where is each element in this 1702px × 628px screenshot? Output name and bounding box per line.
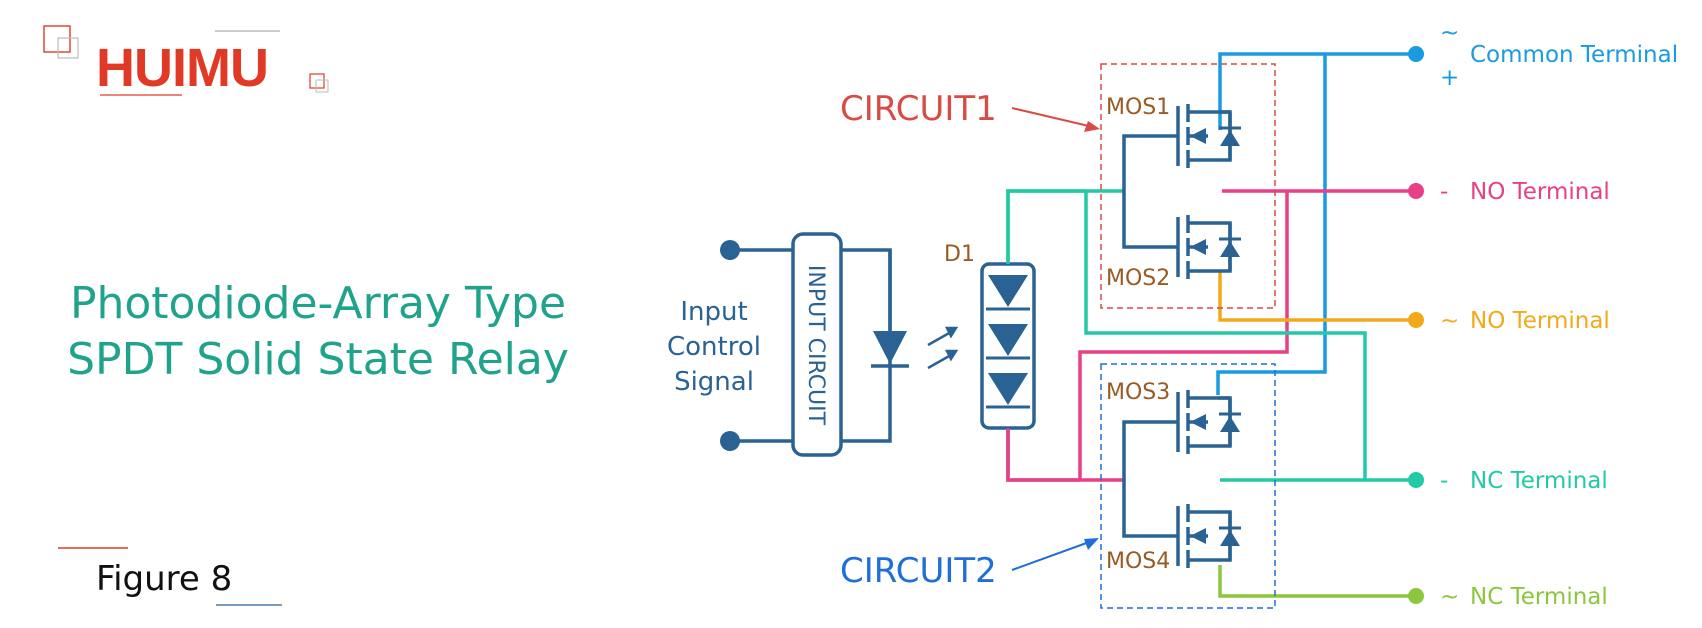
brand-name: HUIMU <box>96 38 268 98</box>
mos1-label: MOS1 <box>1106 95 1170 120</box>
mosfet-mos3 <box>1176 390 1241 454</box>
wire-common <box>1216 52 1416 395</box>
wire-nc-neg <box>1006 189 1416 482</box>
brand-logo: HUIMU <box>43 25 329 98</box>
terminal-no-neg-label: NO Terminal <box>1470 179 1610 205</box>
circuit2-arrow <box>1011 538 1099 571</box>
terminal-dot-nc-ac <box>1408 588 1424 604</box>
title-line-1: Photodiode-Array Type <box>70 278 566 329</box>
wire-no-neg <box>1006 189 1416 482</box>
light-arrows-icon <box>927 326 959 370</box>
circuit2-box <box>1100 363 1276 609</box>
d1-label: D1 <box>944 242 975 267</box>
wires <box>1006 52 1416 598</box>
figure-label: Figure 8 <box>96 559 232 599</box>
led-icon <box>871 331 909 368</box>
circuit1-box <box>1100 63 1276 309</box>
terminal-no-neg-symbol: - <box>1440 179 1448 205</box>
circuit1-arrow <box>1011 107 1100 132</box>
terminal-nc-neg-symbol: - <box>1440 468 1448 494</box>
gate-wiring <box>1122 110 1230 538</box>
input-label-line-1: Input <box>680 297 747 327</box>
wire-d1-bottom <box>1006 428 1080 482</box>
photodiode-array-icon <box>986 275 1030 409</box>
mosfet-mos4 <box>1176 504 1241 568</box>
terminal-common-symbol-top: ~ <box>1440 20 1459 46</box>
circuit2-label: CIRCUIT2 <box>840 551 997 591</box>
terminal-no-ac-symbol: ~ <box>1440 308 1459 334</box>
terminal-common-label: Common Terminal <box>1470 42 1678 68</box>
terminal-nc-ac-label: NC Terminal <box>1470 584 1608 610</box>
wire-nc-ac <box>1218 565 1416 598</box>
input-label-line-3: Signal <box>674 367 754 397</box>
input-circuit-box <box>791 232 843 457</box>
mos3-label: MOS3 <box>1106 380 1170 405</box>
terminal-dot-nc-neg <box>1408 472 1424 488</box>
input-circuit-label: INPUT CIRCUIT <box>803 265 828 426</box>
mosfet-mos2 <box>1176 215 1241 279</box>
terminal-labels: ~ + Common Terminal - NO Terminal ~ NO T… <box>1440 20 1678 610</box>
terminal-dots <box>1408 46 1424 604</box>
input-terminal-top <box>720 240 740 260</box>
mosfet-group <box>1122 104 1241 568</box>
title-line-2: SPDT Solid State Relay <box>67 334 569 385</box>
terminal-nc-neg-label: NC Terminal <box>1470 468 1608 494</box>
terminal-nc-ac-symbol: ~ <box>1440 584 1459 610</box>
mos2-label: MOS2 <box>1106 266 1170 291</box>
mosfet-mos1 <box>1176 104 1241 168</box>
terminal-no-ac-label: NO Terminal <box>1470 308 1610 334</box>
terminal-dot-no-neg <box>1408 183 1424 199</box>
input-label-line-2: Control <box>667 332 761 362</box>
circuit1-label: CIRCUIT1 <box>840 89 997 129</box>
wire-no-ac <box>1218 272 1416 322</box>
terminal-dot-no-ac <box>1408 312 1424 328</box>
input-terminal-bottom <box>720 431 740 451</box>
terminal-common-symbol-bottom: + <box>1440 65 1459 91</box>
mos4-label: MOS4 <box>1106 549 1170 574</box>
terminal-dot-common <box>1408 46 1424 62</box>
wire-d1-top <box>1006 189 1086 264</box>
